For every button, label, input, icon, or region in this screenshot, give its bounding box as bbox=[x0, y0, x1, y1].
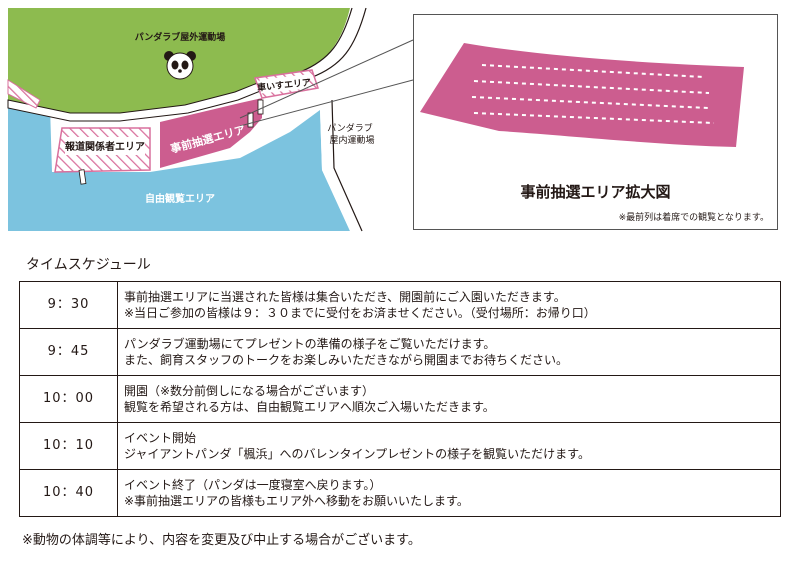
schedule-desc: イベント開始 ジャイアントパンダ「楓浜」へのバレンタインプレゼントの様子を観覧い… bbox=[117, 422, 781, 470]
schedule-time: 10：40 bbox=[19, 469, 118, 517]
schedule-desc: 事前抽選エリアに当選された皆様は集合いただき、開園前にご入園いただきます。 ※当… bbox=[117, 281, 781, 329]
free-viewing-area bbox=[8, 106, 350, 231]
schedule-line: また、飼育スタッフのトークをお楽しみいただきながら開園までお待ちください。 bbox=[124, 353, 569, 367]
schedule-line: ジャイアントパンダ「楓浜」へのバレンタインプレゼントの様子を観覧いただけます。 bbox=[124, 447, 590, 461]
zoom-lottery-shape bbox=[420, 43, 744, 147]
schedule-desc: パンダラブ運動場にてプレゼントの準備の様子をご覧いただけます。 また、飼育スタッ… bbox=[117, 328, 781, 376]
table-row: 9：30 事前抽選エリアに当選された皆様は集合いただき、開園前にご入園いただきま… bbox=[19, 281, 781, 329]
indoor-label-2: 屋内運動場 bbox=[329, 134, 374, 146]
schedule-title: タイムスケジュール bbox=[26, 257, 151, 273]
table-row: 10：00 開園（※数分前倒しになる場合がございます） 観覧を希望される方は、自… bbox=[19, 375, 781, 423]
schedule-desc: 開園（※数分前倒しになる場合がございます） 観覧を希望される方は、自由観覧エリア… bbox=[117, 375, 781, 423]
schedule-line: イベント終了（パンダは一度寝室へ戻ります。） bbox=[124, 478, 382, 492]
table-row: 10：40 イベント終了（パンダは一度寝室へ戻ります。） ※事前抽選エリアの皆様… bbox=[19, 469, 781, 517]
outdoor-label: パンダラブ屋外運動場 bbox=[135, 31, 225, 43]
schedule-time: 10：10 bbox=[19, 422, 118, 470]
table-row: 9：45 パンダラブ運動場にてプレゼントの準備の様子をご覧いただけます。 また、… bbox=[19, 328, 781, 376]
indoor-label-1: パンダラブ bbox=[327, 122, 372, 134]
footnote: ※動物の体調等により、内容を変更及び中止する場合がございます。 bbox=[22, 533, 421, 548]
schedule-line: ※当日ご参加の皆様は９：３０までに受付をお済ませください。（受付場所：お帰り口） bbox=[124, 306, 596, 320]
zoom-note: ※最前列は着席での観覧となります。 bbox=[618, 213, 769, 223]
schedule-line: 開園（※数分前倒しになる場合がございます） bbox=[124, 384, 375, 398]
lottery-area bbox=[160, 98, 262, 168]
schedule-time: 9：30 bbox=[19, 281, 118, 329]
schedule-desc: イベント終了（パンダは一度寝室へ戻ります。） ※事前抽選エリアの皆様もエリア外へ… bbox=[117, 469, 781, 517]
hatched-left-strip bbox=[7, 79, 41, 109]
schedule-line: 事前抽選エリアに当選された皆様は集合いただき、開園前にご入園いただきます。 bbox=[124, 290, 566, 304]
schedule-line: ※事前抽選エリアの皆様もエリア外へ移動をお願いいたします。 bbox=[124, 494, 469, 508]
free-label: 自由観覧エリア bbox=[145, 192, 215, 205]
panda-icon bbox=[164, 51, 196, 80]
table-row: 10：10 イベント開始 ジャイアントパンダ「楓浜」へのバレンタインプレゼントの… bbox=[19, 422, 781, 470]
venue-map: パンダラブ屋外運動場 車いすエリア 事前抽選エリア 報道関係者エリア パンダラブ… bbox=[7, 7, 414, 232]
staff-label: 報道関係者エリア bbox=[65, 140, 145, 153]
schedule-table: 9：30 事前抽選エリアに当選された皆様は集合いただき、開園前にご入園いただきま… bbox=[19, 281, 781, 517]
schedule-line: イベント開始 bbox=[124, 431, 197, 445]
zoom-title: 事前抽選エリア拡大図 bbox=[520, 183, 671, 201]
schedule-line: パンダラブ運動場にてプレゼントの準備の様子をご覧いただけます。 bbox=[124, 337, 496, 351]
schedule-time: 9：45 bbox=[19, 328, 118, 376]
schedule-line: 観覧を希望される方は、自由観覧エリアへ順次ご入場いただきます。 bbox=[124, 400, 495, 414]
zoom-panel: 事前抽選エリア拡大図 ※最前列は着席での観覧となります。 bbox=[413, 14, 778, 230]
schedule-time: 10：00 bbox=[19, 375, 118, 423]
